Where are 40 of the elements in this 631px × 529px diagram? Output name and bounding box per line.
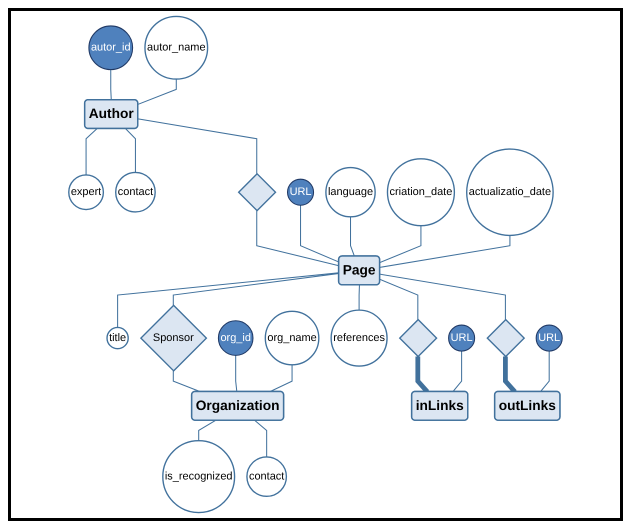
connector: [380, 278, 418, 320]
connector: [138, 79, 177, 105]
connector: [380, 226, 422, 264]
node-diamond: [398, 318, 438, 358]
node-circle: expert: [68, 174, 104, 210]
connector: [172, 272, 340, 306]
connector: [300, 205, 340, 263]
connector: [254, 420, 268, 457]
node-circle: autor_name: [144, 16, 208, 80]
node-circle: contact: [246, 456, 288, 498]
connector: [380, 235, 510, 268]
connector: [198, 420, 216, 441]
connector: [117, 272, 339, 328]
connector: [138, 118, 258, 174]
node-circle: is_recognized: [162, 440, 236, 514]
node-diamond: Sponsor: [140, 304, 208, 372]
connector: [125, 128, 136, 172]
node-circle: contact: [115, 172, 156, 213]
node-circle: URL: [536, 324, 563, 352]
node-circle: references: [330, 309, 388, 367]
connector: [86, 128, 98, 175]
node-circle: criation_date: [386, 158, 456, 226]
connector: [235, 355, 238, 392]
node-circle: URL: [448, 324, 476, 352]
connector: [256, 210, 340, 266]
node-diamond: [238, 172, 276, 212]
node-circle: actualizatio_date: [466, 148, 554, 236]
node-circle: org_name: [264, 310, 320, 366]
node-circle: language: [325, 166, 376, 218]
connector: [452, 351, 462, 392]
connector: [350, 216, 355, 256]
connector: [380, 274, 506, 320]
node-circle: org_id: [218, 320, 254, 356]
node-circle: URL: [287, 178, 314, 206]
node-circle: autor_id: [88, 25, 134, 70]
node-diamond: [486, 318, 526, 358]
connector: [358, 285, 360, 310]
connector: [540, 351, 550, 392]
connector: [110, 70, 112, 100]
node-circle: title: [106, 326, 129, 350]
